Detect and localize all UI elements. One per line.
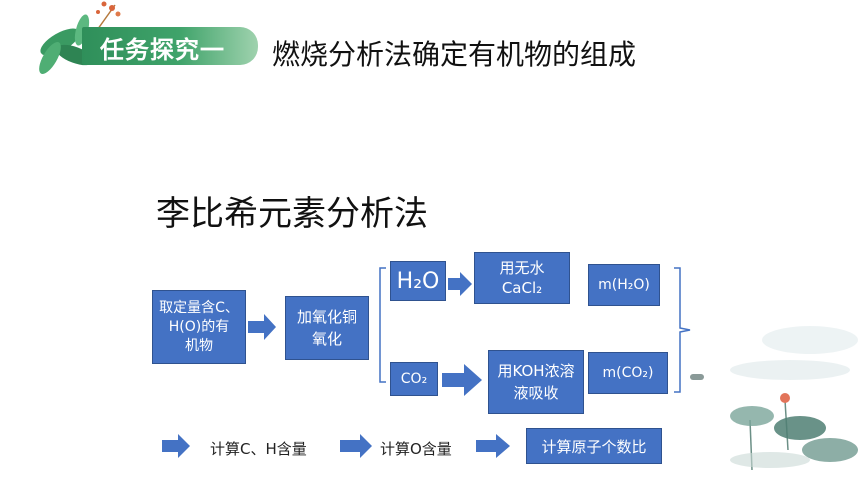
step-c-h-label: 计算C、H含量 [210,440,307,458]
page-title: 燃烧分析法确定有机物的组成 [272,38,637,71]
right-brace [674,267,691,393]
step-o-label: 计算O含量 [380,440,452,458]
sample-line-3: 机物 [185,337,213,354]
arrow-right-icon [162,434,190,458]
sample-line-2: H(O)的有 [168,318,230,335]
absorb-h2o-line-1: 用无水 [499,259,545,277]
oxidize-line-1: 加氧化铜 [296,308,357,326]
m-h2o-label: m(H₂O) [598,277,650,293]
section-subtitle: 李比希元素分析法 [156,194,428,234]
h2o-label: H₂O [396,268,440,294]
arrow-right-icon [442,364,482,396]
oxidize-box: 加氧化铜 氧化 [285,296,369,360]
lotus-decoration-icon [690,326,858,471]
task-badge-label: 任务探究一 [100,36,225,64]
m-co2-label: m(CO₂) [602,365,654,381]
arrow-right-icon [448,272,472,296]
ratio-box: 计算原子个数比 [526,428,662,464]
absorb-h2o-box: 用无水 CaCl₂ [474,252,570,304]
absorb-co2-line-2: 液吸收 [513,384,559,402]
absorb-co2-line-1: 用KOH浓溶 [497,362,575,380]
ratio-label: 计算原子个数比 [541,437,647,456]
branch-bracket [379,267,386,383]
m-co2-box: m(CO₂) [588,352,668,394]
arrow-right-icon [476,434,510,458]
oxidize-line-2: 氧化 [311,330,342,348]
absorb-h2o-line-2: CaCl₂ [501,279,543,297]
m-h2o-box: m(H₂O) [588,264,660,306]
arrow-right-icon [340,434,372,458]
sample-line-1: 取定量含C、 [159,299,239,316]
co2-label: CO₂ [400,371,428,387]
h2o-box: H₂O [390,261,446,301]
sample-box: 取定量含C、 H(O)的有 机物 [152,290,246,364]
co2-box: CO₂ [390,362,438,396]
arrow-right-icon [248,314,276,340]
absorb-co2-box: 用KOH浓溶 液吸收 [488,350,584,414]
task-badge [82,27,258,65]
